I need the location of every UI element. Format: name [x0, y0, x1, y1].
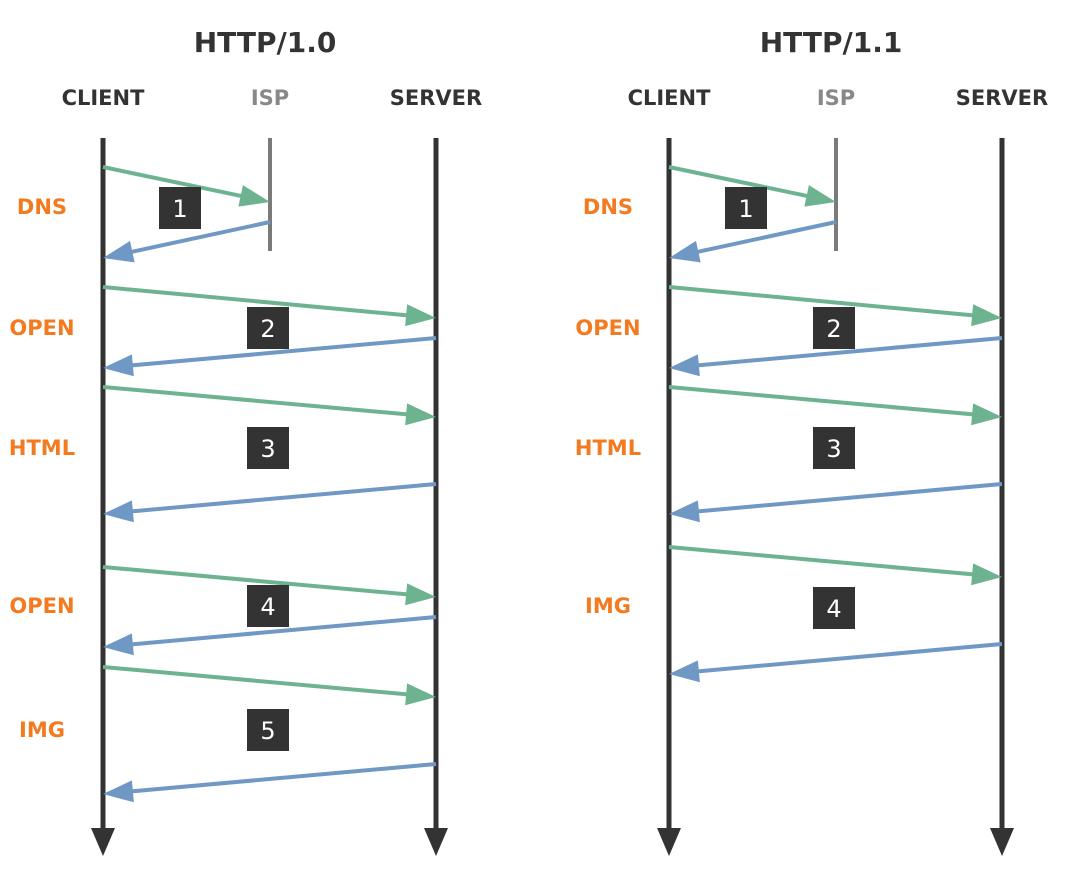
message-arrow-request	[102, 285, 436, 327]
diagram-title: HTTP/1.1	[760, 26, 903, 59]
column-header-server: SERVER	[390, 86, 482, 110]
arrowhead-icon	[804, 185, 836, 207]
phase-label: HTML	[9, 436, 75, 460]
message-arrow-response	[103, 220, 271, 263]
phase-label: IMG	[19, 718, 65, 742]
step-badge: 4	[813, 587, 855, 629]
step-badge: 1	[159, 187, 201, 229]
server-lifeline-arrowhead-icon	[424, 828, 448, 856]
arrowhead-icon	[405, 583, 436, 606]
message-arrow-request	[102, 165, 270, 207]
step-number: 3	[260, 435, 275, 463]
phase-label: OPEN	[575, 316, 640, 340]
step-badge: 3	[813, 427, 855, 469]
arrowhead-icon	[405, 304, 436, 327]
phase-label: DNS	[17, 195, 67, 219]
step-number: 5	[260, 717, 275, 745]
message-arrow-request	[668, 165, 836, 207]
column-header-client: CLIENT	[628, 86, 712, 110]
step-number: 4	[260, 593, 275, 621]
arrowhead-icon	[238, 185, 270, 207]
column-header-isp: ISP	[251, 86, 289, 110]
message-arrow-request	[102, 565, 436, 606]
arrowhead-icon	[669, 660, 700, 683]
step-number: 3	[826, 435, 841, 463]
arrowhead-icon	[405, 403, 436, 426]
arrowhead-icon	[103, 240, 135, 263]
phase-label: OPEN	[9, 316, 74, 340]
client-lifeline-arrowhead-icon	[91, 828, 115, 856]
arrowhead-icon	[103, 500, 134, 523]
message-arrow-response	[669, 482, 1003, 523]
step-badge: 2	[813, 307, 855, 349]
message-arrow-response	[669, 220, 837, 263]
step-badge: 4	[247, 585, 289, 627]
message-arrow-response	[669, 642, 1003, 683]
step-number: 2	[826, 315, 841, 343]
message-arrow-request	[102, 665, 436, 706]
arrowhead-icon	[971, 563, 1002, 586]
step-badge: 3	[247, 427, 289, 469]
server-lifeline-arrowhead-icon	[990, 828, 1014, 856]
arrowhead-icon	[669, 500, 700, 523]
column-header-client: CLIENT	[62, 86, 146, 110]
phase-label: OPEN	[9, 594, 74, 618]
phase-label: IMG	[585, 594, 631, 618]
column-header-isp: ISP	[817, 86, 855, 110]
message-arrow-response	[103, 336, 437, 377]
arrowhead-icon	[405, 683, 436, 706]
step-number: 1	[172, 195, 187, 223]
step-number: 1	[738, 195, 753, 223]
arrowhead-icon	[103, 780, 134, 803]
phase-label: HTML	[575, 436, 641, 460]
arrowhead-icon	[971, 403, 1002, 426]
step-badge: 2	[247, 307, 289, 349]
step-number: 2	[260, 315, 275, 343]
message-arrow-response	[103, 615, 437, 656]
message-arrow-request	[668, 385, 1002, 426]
phase-label: DNS	[583, 195, 633, 219]
step-number: 4	[826, 595, 841, 623]
client-lifeline-arrowhead-icon	[657, 828, 681, 856]
message-arrow-response	[103, 482, 437, 523]
column-header-server: SERVER	[956, 86, 1048, 110]
message-arrow-response	[669, 336, 1003, 377]
step-badge: 1	[725, 187, 767, 229]
arrowhead-icon	[669, 354, 700, 377]
message-arrow-request	[668, 285, 1002, 327]
arrowhead-icon	[103, 354, 134, 377]
message-arrow-response	[103, 762, 437, 803]
arrowhead-icon	[103, 633, 134, 656]
step-badge: 5	[247, 709, 289, 751]
arrowhead-icon	[971, 304, 1002, 327]
message-arrow-request	[102, 385, 436, 426]
message-arrow-request	[668, 545, 1002, 586]
diagram-title: HTTP/1.0	[194, 26, 337, 59]
arrowhead-icon	[669, 240, 701, 263]
